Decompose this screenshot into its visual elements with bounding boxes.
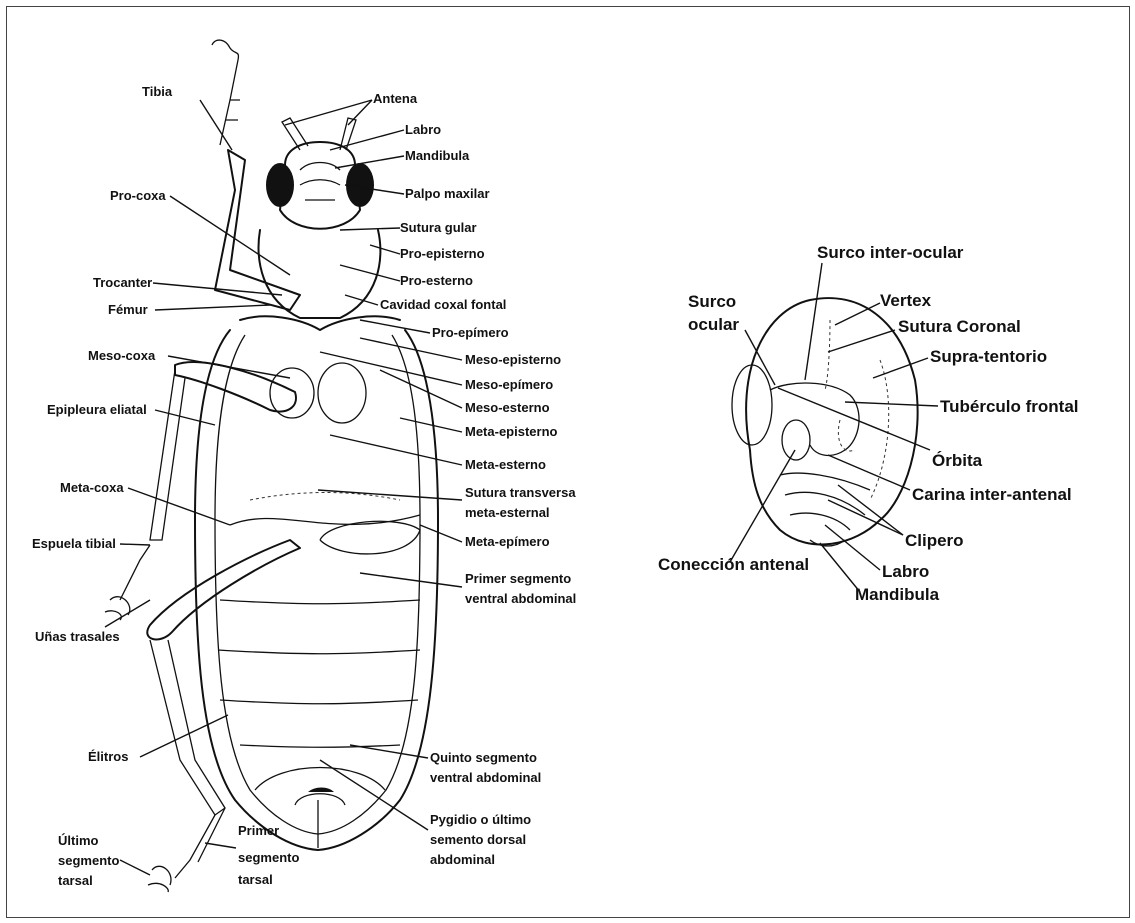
label-labro: Labro xyxy=(405,122,441,137)
label-elitros: Élitros xyxy=(88,749,128,764)
label-orbita: Órbita xyxy=(932,451,983,470)
label-ventral-abdominal: ventral abdominal xyxy=(465,591,576,606)
label-meta-esterno: Meta-esterno xyxy=(465,457,546,472)
label-tibia: Tibia xyxy=(142,84,173,99)
label-primer-tarsal: tarsal xyxy=(238,872,273,887)
label-ocular: ocular xyxy=(688,315,739,334)
label-ultimo: Último xyxy=(58,833,99,848)
label-coneccion-antenal: Conección antenal xyxy=(658,555,809,574)
label-mandibula: Mandibula xyxy=(405,148,470,163)
label-quinto-segmento: Quinto segmento xyxy=(430,750,537,765)
label-vertex: Vertex xyxy=(880,291,932,310)
label-sutura-coronal: Sutura Coronal xyxy=(898,317,1021,336)
beetle-labels: Tibia Antena Labro Mandibula Palpo maxil… xyxy=(32,84,576,888)
label-primer-segmento: Primer segmento xyxy=(465,571,571,586)
label-meta-esternal: meta-esternal xyxy=(465,505,550,520)
label-ultimo-tarsal: tarsal xyxy=(58,873,93,888)
beetle-drawing xyxy=(105,40,438,892)
head-drawing xyxy=(732,298,918,546)
label-abdominal: abdominal xyxy=(430,852,495,867)
label-supra-tentorio: Supra-tentorio xyxy=(930,347,1047,366)
label-sutura-transversa: Sutura transversa xyxy=(465,485,576,500)
label-epipleura-eliatal: Epipleura eliatal xyxy=(47,402,147,417)
label-palpo-maxilar: Palpo maxilar xyxy=(405,186,490,201)
label-primer-segmento-tarsal: segmento xyxy=(238,850,299,865)
label-sutura-gular: Sutura gular xyxy=(400,220,477,235)
beetle-leader-lines xyxy=(105,100,462,875)
label-ultimo-segmento: segmento xyxy=(58,853,119,868)
label-femur: Fémur xyxy=(108,302,148,317)
label-meta-coxa: Meta-coxa xyxy=(60,480,124,495)
label-espuela-tibial: Espuela tibial xyxy=(32,536,116,551)
label-trocanter: Trocanter xyxy=(93,275,152,290)
label-pro-esterno: Pro-esterno xyxy=(400,273,473,288)
label-surco-inter-ocular: Surco inter-ocular xyxy=(817,243,964,262)
label-meta-epimero: Meta-epímero xyxy=(465,534,550,549)
label-meta-episterno: Meta-episterno xyxy=(465,424,558,439)
label-head-labro: Labro xyxy=(882,562,929,581)
label-meso-esterno: Meso-esterno xyxy=(465,400,550,415)
label-quinto-ventral: ventral abdominal xyxy=(430,770,541,785)
label-carina-inter-antenal: Carina inter-antenal xyxy=(912,485,1072,504)
label-meso-epimero: Meso-epímero xyxy=(465,377,553,392)
label-unas-trasales: Uñas trasales xyxy=(35,629,120,644)
head-labels: Surco inter-ocular Surco ocular Vertex S… xyxy=(658,243,1079,604)
label-semento-dorsal: semento dorsal xyxy=(430,832,526,847)
label-meso-coxa: Meso-coxa xyxy=(88,348,156,363)
label-pro-coxa: Pro-coxa xyxy=(110,188,166,203)
label-meso-episterno: Meso-episterno xyxy=(465,352,561,367)
label-pygidio: Pygidio o último xyxy=(430,812,531,827)
label-primer: Primer xyxy=(238,823,279,838)
label-pro-episterno: Pro-episterno xyxy=(400,246,485,261)
label-pro-epimero: Pro-epímero xyxy=(432,325,509,340)
label-antena: Antena xyxy=(373,91,418,106)
label-surco: Surco xyxy=(688,292,736,311)
label-head-mandibula: Mandibula xyxy=(855,585,940,604)
label-clipero: Clipero xyxy=(905,531,964,550)
label-tuberculo-frontal: Tubérculo frontal xyxy=(940,397,1079,416)
label-cavidad-coxal: Cavidad coxal fontal xyxy=(380,297,506,312)
